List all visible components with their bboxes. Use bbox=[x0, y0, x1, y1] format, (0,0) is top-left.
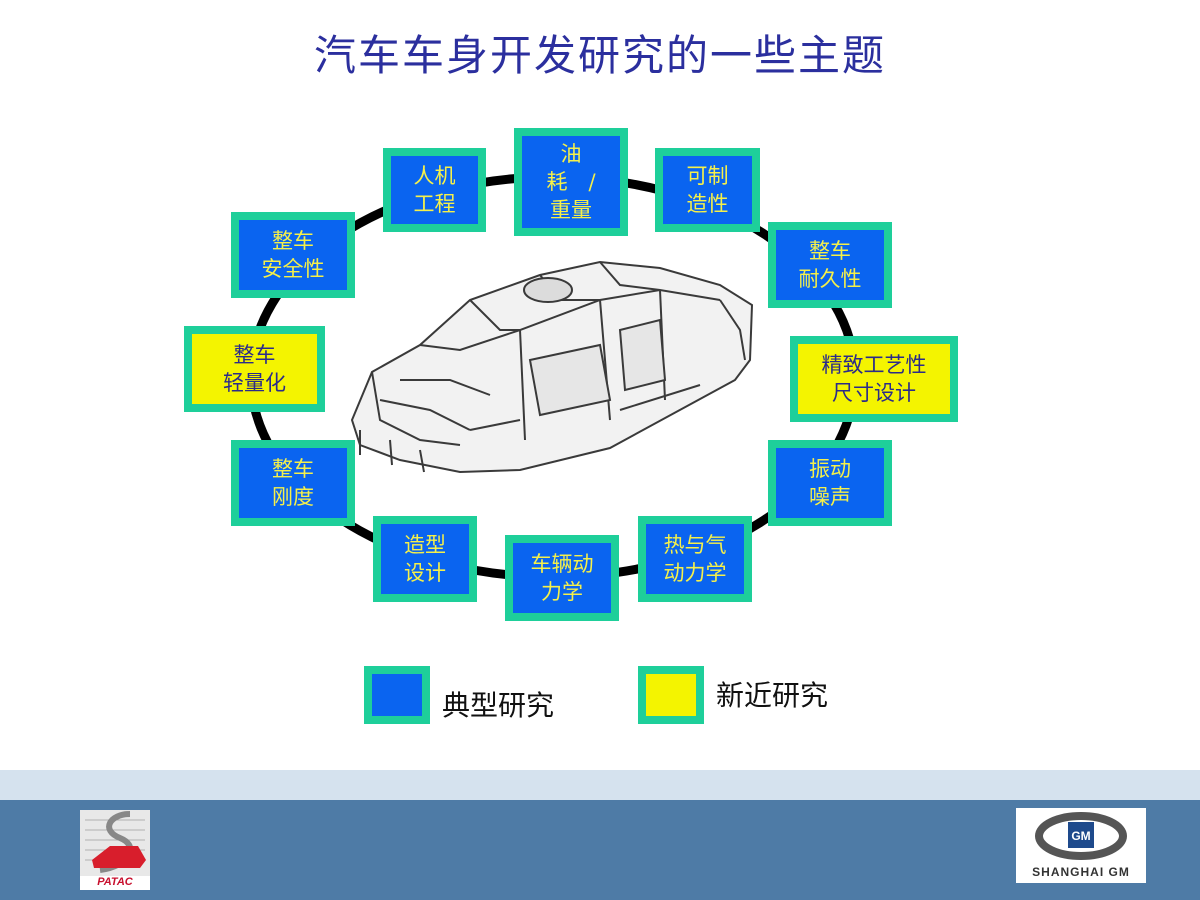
topic-label: 整车 耐久性 bbox=[776, 230, 884, 300]
topic-craftsmanship: 精致工艺性 尺寸设计 bbox=[790, 336, 958, 422]
shanghai-gm-text: SHANGHAI GM bbox=[1032, 865, 1130, 879]
topic-label: 车辆动 力学 bbox=[513, 543, 611, 613]
topic-label: 热与气 动力学 bbox=[646, 524, 744, 594]
topic-safety: 整车 安全性 bbox=[231, 212, 355, 298]
topic-ergonomics: 人机 工程 bbox=[383, 148, 486, 232]
footer-band-dark bbox=[0, 800, 1200, 900]
topic-label: 造型 设计 bbox=[381, 524, 469, 594]
topic-manufacturability: 可制 造性 bbox=[655, 148, 760, 232]
topic-styling: 造型 设计 bbox=[373, 516, 477, 602]
gm-badge-text: GM bbox=[1071, 829, 1090, 843]
legend-label-typical: 典型研究 bbox=[442, 689, 555, 722]
topic-durability: 整车 耐久性 bbox=[768, 222, 892, 308]
topic-vehicle-dynamics: 车辆动 力学 bbox=[505, 535, 619, 621]
patac-logo-text: PATAC bbox=[97, 876, 133, 888]
shanghai-gm-logo-icon: GM bbox=[1035, 812, 1127, 860]
patac-logo: PATAC bbox=[80, 810, 150, 890]
topic-label: 精致工艺性 尺寸设计 bbox=[798, 344, 950, 414]
topic-lightweight: 整车 轻量化 bbox=[184, 326, 325, 412]
page-title: 汽车车身开发研究的一些主题 bbox=[313, 31, 886, 80]
patac-logo-icon bbox=[80, 810, 150, 876]
topic-stiffness: 整车 刚度 bbox=[231, 440, 355, 526]
topic-label: 整车 刚度 bbox=[239, 448, 347, 518]
topic-thermal-aero: 热与气 动力学 bbox=[638, 516, 752, 602]
topic-nvh: 振动 噪声 bbox=[768, 440, 892, 526]
legend-label-recent: 新近研究 bbox=[716, 679, 829, 712]
topic-fuel-weight: 油 耗 / 重量 bbox=[514, 128, 628, 236]
shanghai-gm-logo: GM SHANGHAI GM bbox=[1016, 808, 1146, 883]
topic-label: 整车 轻量化 bbox=[192, 334, 317, 404]
topic-label: 油 耗 / 重量 bbox=[522, 136, 620, 228]
topic-label: 振动 噪声 bbox=[776, 448, 884, 518]
car-body-illustration bbox=[350, 260, 754, 474]
topic-label: 人机 工程 bbox=[391, 156, 478, 224]
topic-label: 整车 安全性 bbox=[239, 220, 347, 290]
footer-band-light bbox=[0, 770, 1200, 800]
legend-swatch-typical bbox=[364, 666, 430, 724]
topic-label: 可制 造性 bbox=[663, 156, 752, 224]
legend-swatch-recent bbox=[638, 666, 704, 724]
